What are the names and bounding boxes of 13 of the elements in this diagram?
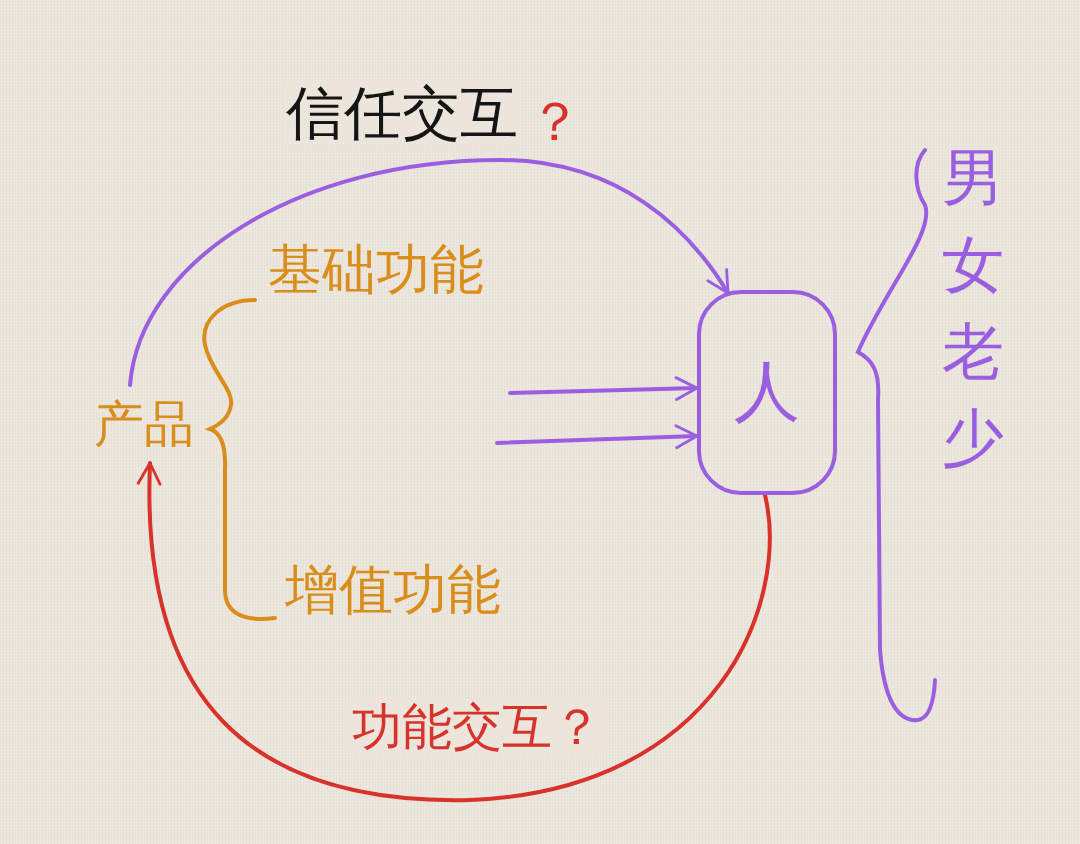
vertical-label: 男女老少 xyxy=(942,140,1004,477)
edge-label: 功能交互？ xyxy=(350,700,604,755)
arrow xyxy=(495,424,699,450)
edge-label: 信任交互 xyxy=(284,82,520,146)
arrow xyxy=(137,461,772,802)
rounded-box xyxy=(697,290,837,495)
arrow xyxy=(508,376,699,401)
text-label: 增值功能 xyxy=(285,560,501,620)
arrow xyxy=(128,158,730,387)
node-text: 人 xyxy=(734,356,800,429)
node-text: 产品 xyxy=(94,396,194,452)
question-mark: ？ xyxy=(528,92,582,152)
text-label: 基础功能 xyxy=(268,240,484,300)
